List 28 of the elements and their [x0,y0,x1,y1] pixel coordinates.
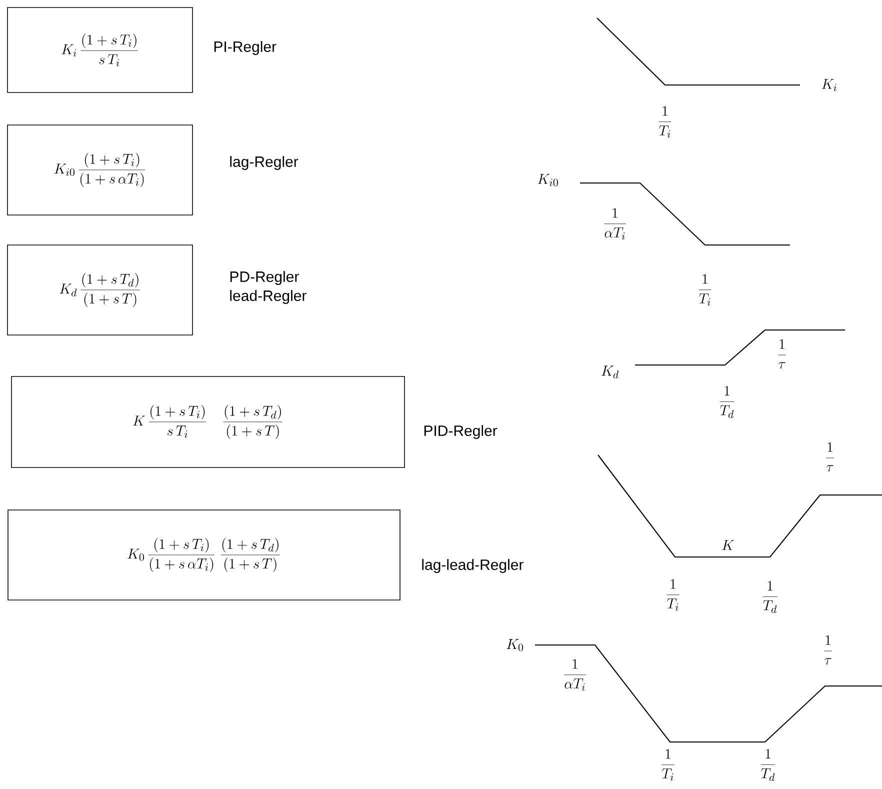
plot-label: $K_{d}$ [602,366,619,378]
plot-label: $\frac{1}{\alpha T_{i}}$ [564,659,586,691]
plot-label: $\frac{1}{T_{d}}$ [720,386,734,418]
plot-label: $K_{i0}$ [538,174,558,186]
plot-label: $\frac{1}{T_{i}}$ [658,106,672,138]
plot-label: $\frac{1}{\tau}$ [778,339,786,369]
controller-name: PID-Regler [424,425,498,439]
plot-label: $K_{i}$ [822,78,836,92]
plot-label: $\frac{1}{\tau}$ [826,442,834,472]
controller-name: PD-Regler [230,271,299,285]
plot-label: $K_{0}$ [506,639,524,652]
controller-name: PI-Regler [214,41,276,55]
plot-label: $K$ [722,540,734,550]
formula-box: $K\,\frac{(1 + s\,T_{i})}{s\,T_{i}}\quad\frac{(1 + s\,T_{d})}{(1 + s\,T)}$ [11,376,405,468]
formula-box: $K_{d}\,\frac{(1 + s\,T_{d})}{(1 + s\,T)}$ [7,244,193,336]
plot-label: $\frac{1}{T_{d}}$ [762,580,778,613]
plot-label: $\frac{1}{\tau}$ [824,635,832,665]
formula-box: $K_{0}\,\frac{(1 + s\,T_{i})}{(1 + s\,\alpha T_{i})}\;\frac{(1 + s\,T_{d})}{(1 + s\,T)}$ [8,510,400,600]
controller-name: lead-Regler [230,290,306,304]
plot-label: $\frac{1}{\alpha T_{i}}$ [604,208,626,240]
formula-box: $K_{i0}\,\frac{(1 + s\,T_{i})}{(1 + s\,\alpha T_{i})}$ [7,124,193,216]
controller-name: lag-Regler [230,156,298,170]
formula-box: $K_{i}\,\frac{(1 + s\,T_{i})}{s\,T_{i}}$ [7,7,193,93]
plot-label: $\frac{1}{T_{i}}$ [666,579,680,611]
plot-label: $\frac{1}{T_{i}}$ [698,274,712,306]
plot-label: $\frac{1}{T_{i}}$ [662,749,674,781]
plot-label: $\frac{1}{T_{d}}$ [760,748,776,781]
controller-name: lag-lead-Regler [422,559,524,573]
